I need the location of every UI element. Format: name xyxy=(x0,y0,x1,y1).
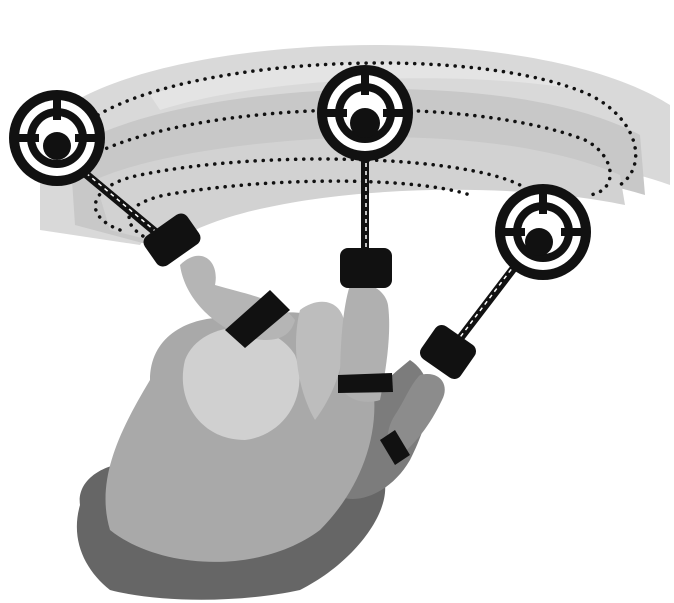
detector-coil-icon xyxy=(495,184,591,280)
detector-coil-icon xyxy=(317,65,413,161)
detector-coil-icon xyxy=(9,90,105,186)
detector-right-shaft xyxy=(455,260,520,345)
detector-right xyxy=(417,184,591,382)
control-box-icon xyxy=(340,248,392,288)
arm-center-cuff xyxy=(338,373,393,393)
